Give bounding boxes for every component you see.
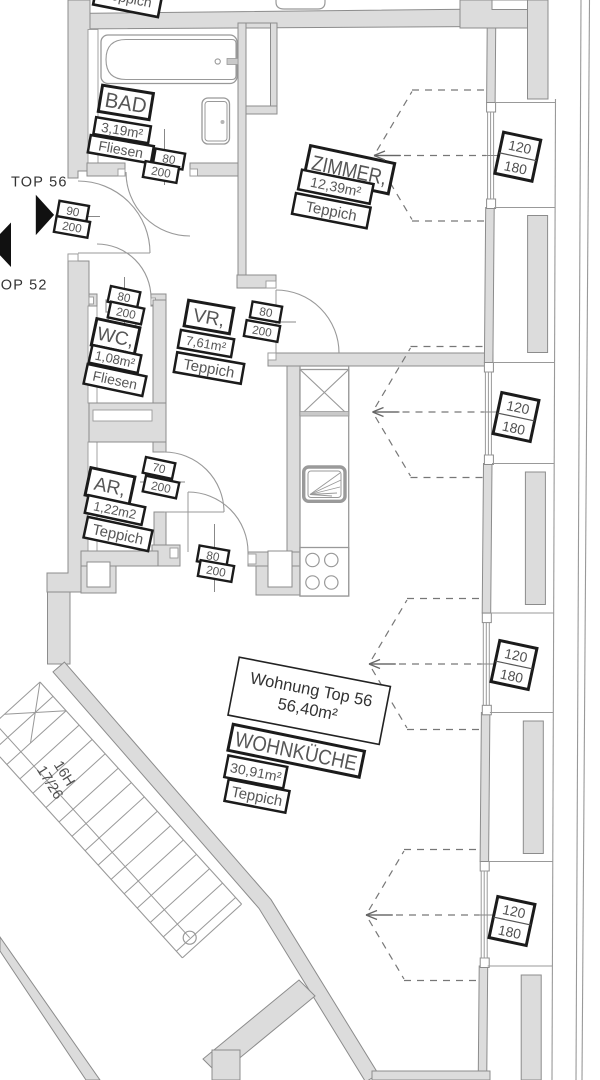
svg-text:120: 120 bbox=[507, 138, 533, 158]
svg-text:TOP 52: TOP 52 bbox=[0, 278, 48, 294]
svg-text:7,61m²: 7,61m² bbox=[185, 333, 228, 355]
svg-text:120: 120 bbox=[503, 646, 529, 666]
svg-text:TOP 56: TOP 56 bbox=[11, 175, 68, 191]
svg-text:200: 200 bbox=[150, 478, 173, 496]
svg-text:180: 180 bbox=[497, 923, 523, 943]
svg-text:80: 80 bbox=[258, 304, 274, 320]
svg-text:80: 80 bbox=[205, 548, 221, 564]
svg-text:180: 180 bbox=[499, 667, 525, 687]
svg-text:200: 200 bbox=[205, 563, 227, 580]
svg-text:120: 120 bbox=[505, 398, 531, 418]
svg-text:90: 90 bbox=[65, 203, 81, 219]
svg-text:80: 80 bbox=[161, 151, 177, 167]
svg-text:120: 120 bbox=[501, 902, 527, 922]
svg-text:200: 200 bbox=[251, 323, 273, 340]
svg-text:80: 80 bbox=[116, 289, 132, 306]
svg-text:Teppich: Teppich bbox=[103, 0, 153, 10]
svg-text:Fliesen: Fliesen bbox=[97, 138, 144, 162]
svg-text:70: 70 bbox=[151, 460, 167, 477]
svg-text:180: 180 bbox=[503, 158, 529, 178]
svg-text:200: 200 bbox=[61, 218, 83, 235]
svg-text:3,19m²: 3,19m² bbox=[100, 120, 144, 142]
svg-text:200: 200 bbox=[150, 164, 172, 181]
svg-text:180: 180 bbox=[501, 419, 527, 439]
svg-text:200: 200 bbox=[115, 304, 138, 322]
